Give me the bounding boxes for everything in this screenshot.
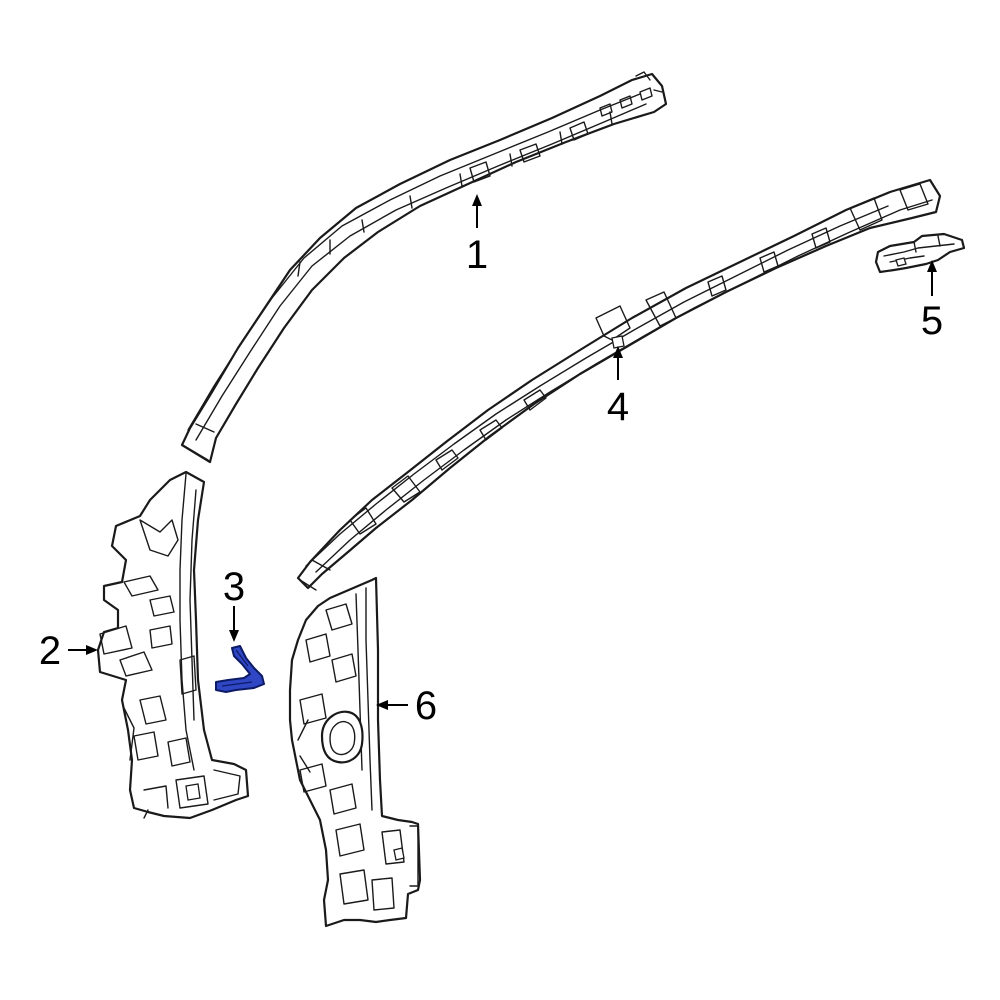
callout-1: 1 — [466, 233, 488, 277]
part-1-roof-rail[interactable] — [180, 71, 668, 464]
callout-3: 3 — [223, 565, 245, 609]
part-5-bracket[interactable] — [874, 232, 966, 274]
part-6-center-pillar-panel[interactable] — [288, 576, 422, 928]
part-4-inner-roof-rail[interactable] — [296, 178, 942, 591]
part-2-front-pillar-panel[interactable] — [96, 470, 250, 820]
callout-5: 5 — [921, 299, 943, 343]
part-3-highlighted-bracket[interactable] — [215, 645, 265, 693]
callout-labels: 1 2 3 4 5 6 — [39, 233, 943, 728]
callout-6: 6 — [415, 684, 437, 728]
callout-4: 4 — [607, 385, 629, 429]
leader-lines — [68, 194, 937, 710]
callout-2: 2 — [39, 629, 61, 673]
